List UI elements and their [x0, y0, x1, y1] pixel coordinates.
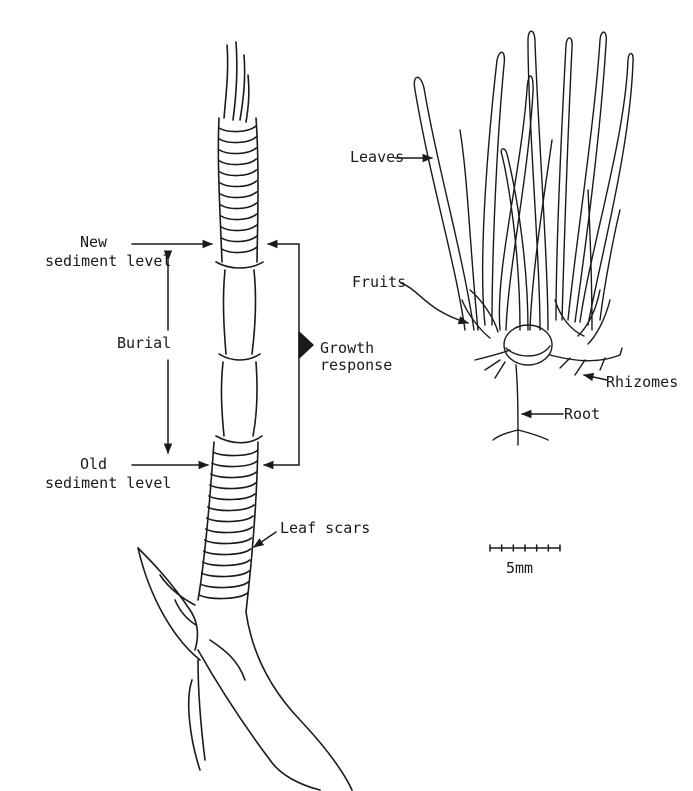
label-scale: 5mm — [506, 559, 533, 577]
left-annotations — [132, 244, 313, 547]
label-leaves: Leaves — [350, 148, 404, 166]
label-old-sediment-level: sediment level — [45, 474, 171, 492]
label-root: Root — [564, 405, 600, 423]
label-growth: Growth — [320, 339, 374, 357]
label-new-sediment-level: sediment level — [45, 252, 171, 270]
label-response: response — [320, 356, 392, 374]
label-burial: Burial — [117, 334, 171, 352]
label-leaf-scars: Leaf scars — [280, 519, 370, 537]
label-new: New — [80, 233, 108, 251]
label-fruits: Fruits — [352, 273, 406, 291]
seedling-plant-drawing — [414, 31, 633, 445]
label-old: Old — [80, 455, 107, 473]
scale-bar — [490, 545, 560, 551]
upper-leaf-rings — [219, 126, 257, 253]
vertical-shoot-drawing — [138, 42, 352, 790]
label-rhizomes: Rhizomes — [606, 373, 678, 391]
